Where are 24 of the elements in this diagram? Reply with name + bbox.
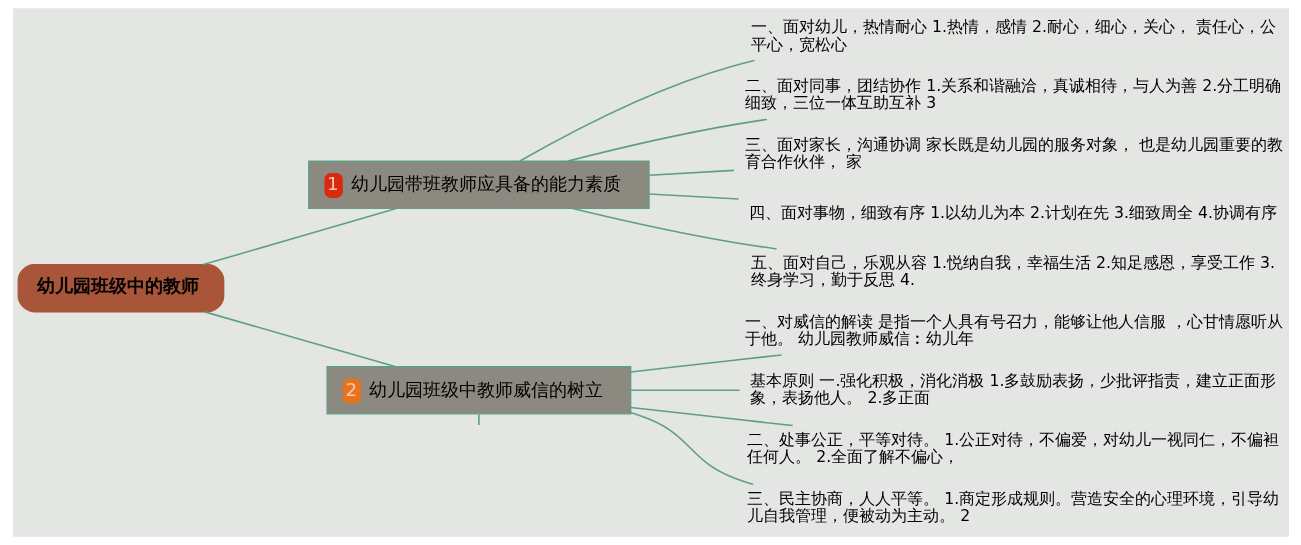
connector bbox=[647, 193, 739, 200]
node-text: 三、民主协商，人人平等。 1.商定形成规则。营造安全的心理环境，引导幼儿自我管理，便被动为主动。 2 bbox=[746, 488, 1279, 525]
node-text: 基本原则 一.强化积极，消化消极 1.多鼓励表扬，少批评指责，建立正面形象，表扬他人。 2.多正面 bbox=[749, 370, 1276, 407]
node-box: 幼儿园班级中的教师 bbox=[17, 264, 224, 313]
connector bbox=[518, 59, 755, 162]
connector bbox=[629, 389, 740, 392]
connector bbox=[629, 406, 793, 427]
node-box: 1 幼儿园带班教师应具备的能力素质 bbox=[307, 160, 650, 210]
node-text: 二、处事公正，平等对待。 1.公正对待，不偏爱，对幼儿一视同仁，不偏袒任何人。 2.全面了解不偏心， bbox=[746, 429, 1279, 466]
node-text: 一、对威信的解读 是指一个人具有号召力，能够让他人信服 ，心甘情愿听从于他。 幼儿园教师威信︰幼儿年 bbox=[744, 311, 1283, 348]
node-box: 2 幼儿园班级中教师威信的树立 bbox=[325, 366, 631, 415]
connector bbox=[477, 413, 480, 426]
node-text: 四、面对事物，细致有序 1.以幼儿为本 2.计划在先 3.细致周全 4.协调有序 bbox=[748, 202, 1277, 222]
node-text: 二、面对同事，团结协作 1.关系和谐融洽，真诚相待，与人为善 2.分工明确细致，三位一体互助互补 3 bbox=[744, 76, 1281, 113]
connector bbox=[566, 118, 768, 162]
connector bbox=[203, 311, 396, 368]
node-text: 三、面对家长，沟通协调 家长既是幼儿园的服务对象， 也是幼儿园重要的教育合作伙伴， 家 bbox=[744, 135, 1283, 172]
connector bbox=[202, 207, 397, 266]
connector bbox=[571, 207, 777, 250]
node-text: 五、面对自己，乐观从容 1.悦纳自我，幸福生活 2.知足感恩，享受工作 3.终身学习，勤于反思 4. bbox=[750, 253, 1275, 290]
connector bbox=[629, 354, 782, 373]
node-text: 一、面对幼儿，热情耐心 1.热情，感情 2.耐心，细心，关心， 责任心，公平心，宽松心 bbox=[750, 17, 1276, 54]
connector bbox=[629, 411, 754, 486]
connector bbox=[647, 169, 735, 176]
